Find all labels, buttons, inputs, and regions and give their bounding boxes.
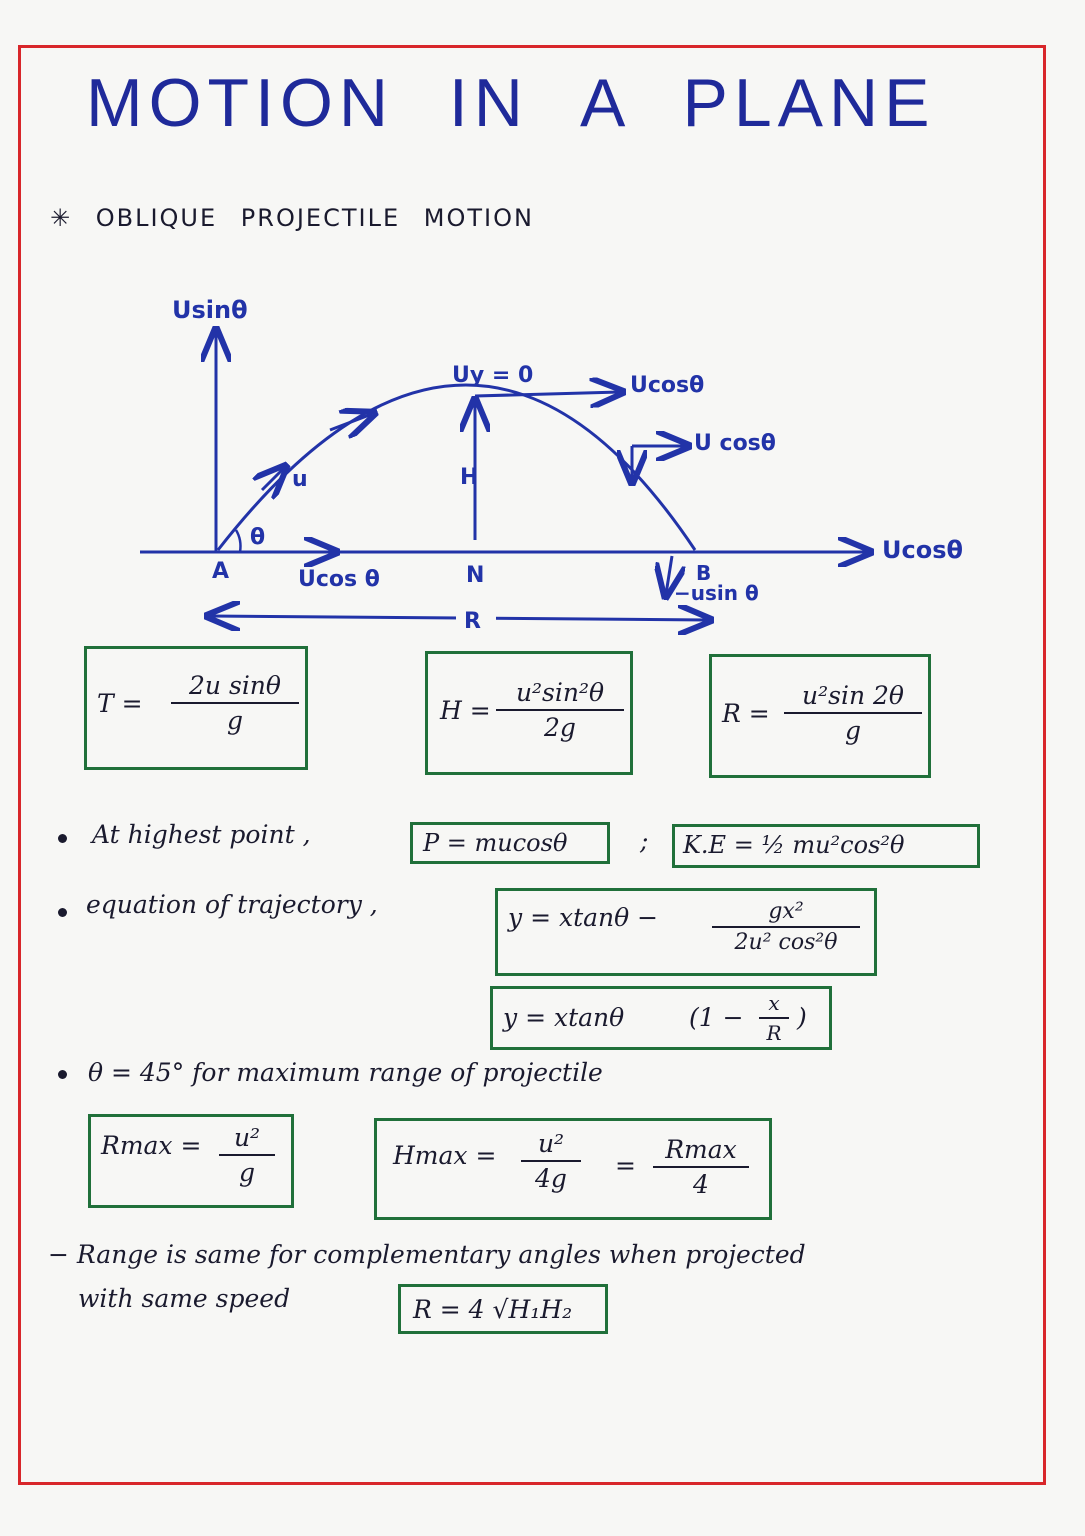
top-velocity-label: Uy = 0 — [452, 363, 533, 388]
separator: ; — [640, 826, 649, 855]
range-fraction: u²sin 2θ g — [784, 681, 922, 745]
point-n-label: N — [466, 563, 484, 588]
time-fraction: 2u sinθ g — [171, 671, 299, 735]
trajectory-equation-box: y = xtanθ − gx² 2u² cos²θ — [495, 888, 877, 976]
b-vertical-label: −usin θ — [674, 581, 759, 605]
range-box: R = u²sin 2θ g — [709, 654, 931, 778]
section-heading: ✳ OBLIQUE PROJECTILE MOTION — [50, 204, 534, 232]
hmax-box: Hmax = u² 4g = Rmax 4 — [374, 1118, 772, 1220]
x-axis-label: Ucosθ — [882, 536, 963, 564]
angle-label: θ — [250, 525, 265, 550]
y-axis-label: Usinθ — [172, 296, 248, 324]
time-of-flight-box: T = 2u sinθ g — [84, 646, 308, 770]
max-height-box: H = u²sin²θ 2g — [425, 651, 633, 775]
top-horizontal-label: Ucosθ — [630, 373, 704, 398]
height-fraction: u²sin²θ 2g — [496, 678, 624, 742]
height-label: H — [460, 465, 478, 490]
range-lhs: R = — [722, 699, 770, 728]
page-border — [18, 45, 1046, 1485]
trajectory-range-form-box: y = xtanθ (1 − x R ) — [490, 986, 832, 1050]
a-horizontal-label: Ucos θ — [298, 567, 380, 592]
rmax-box: Rmax = u² g — [88, 1114, 294, 1208]
top-velocity-arrow — [474, 392, 620, 396]
height-lhs: H = — [440, 696, 491, 725]
point-a-label: A — [212, 559, 229, 584]
bullet — [58, 908, 67, 917]
projectile-diagram: Usinθ Uy = 0 Ucosθ U cosθ u θ H A N B Uc… — [140, 296, 963, 640]
bullet — [58, 1070, 67, 1079]
descending-horizontal-label: U cosθ — [694, 431, 776, 456]
initial-velocity-label: u — [292, 467, 308, 492]
max-range-text: θ = 45° for maximum range of projectile — [88, 1058, 603, 1087]
bullet — [58, 834, 67, 843]
range-label: R — [464, 609, 481, 634]
kinetic-energy-box: K.E = ½ mu²cos²θ — [672, 824, 980, 868]
trajectory-text: equation of trajectory , — [86, 890, 378, 919]
momentum-box: P = mucosθ — [410, 822, 610, 864]
highest-point-text: At highest point , — [92, 820, 311, 849]
point-b-label: B — [696, 561, 711, 585]
page-title: MOTION IN A PLANE — [86, 65, 936, 141]
complementary-range-box: R = 4 √H₁H₂ — [398, 1284, 608, 1334]
trajectory-curve — [216, 383, 697, 551]
time-lhs: T = — [97, 689, 143, 718]
complementary-text-line2: with same speed — [78, 1284, 291, 1313]
complementary-text-line1: − Range is same for complementary angles… — [48, 1240, 806, 1269]
